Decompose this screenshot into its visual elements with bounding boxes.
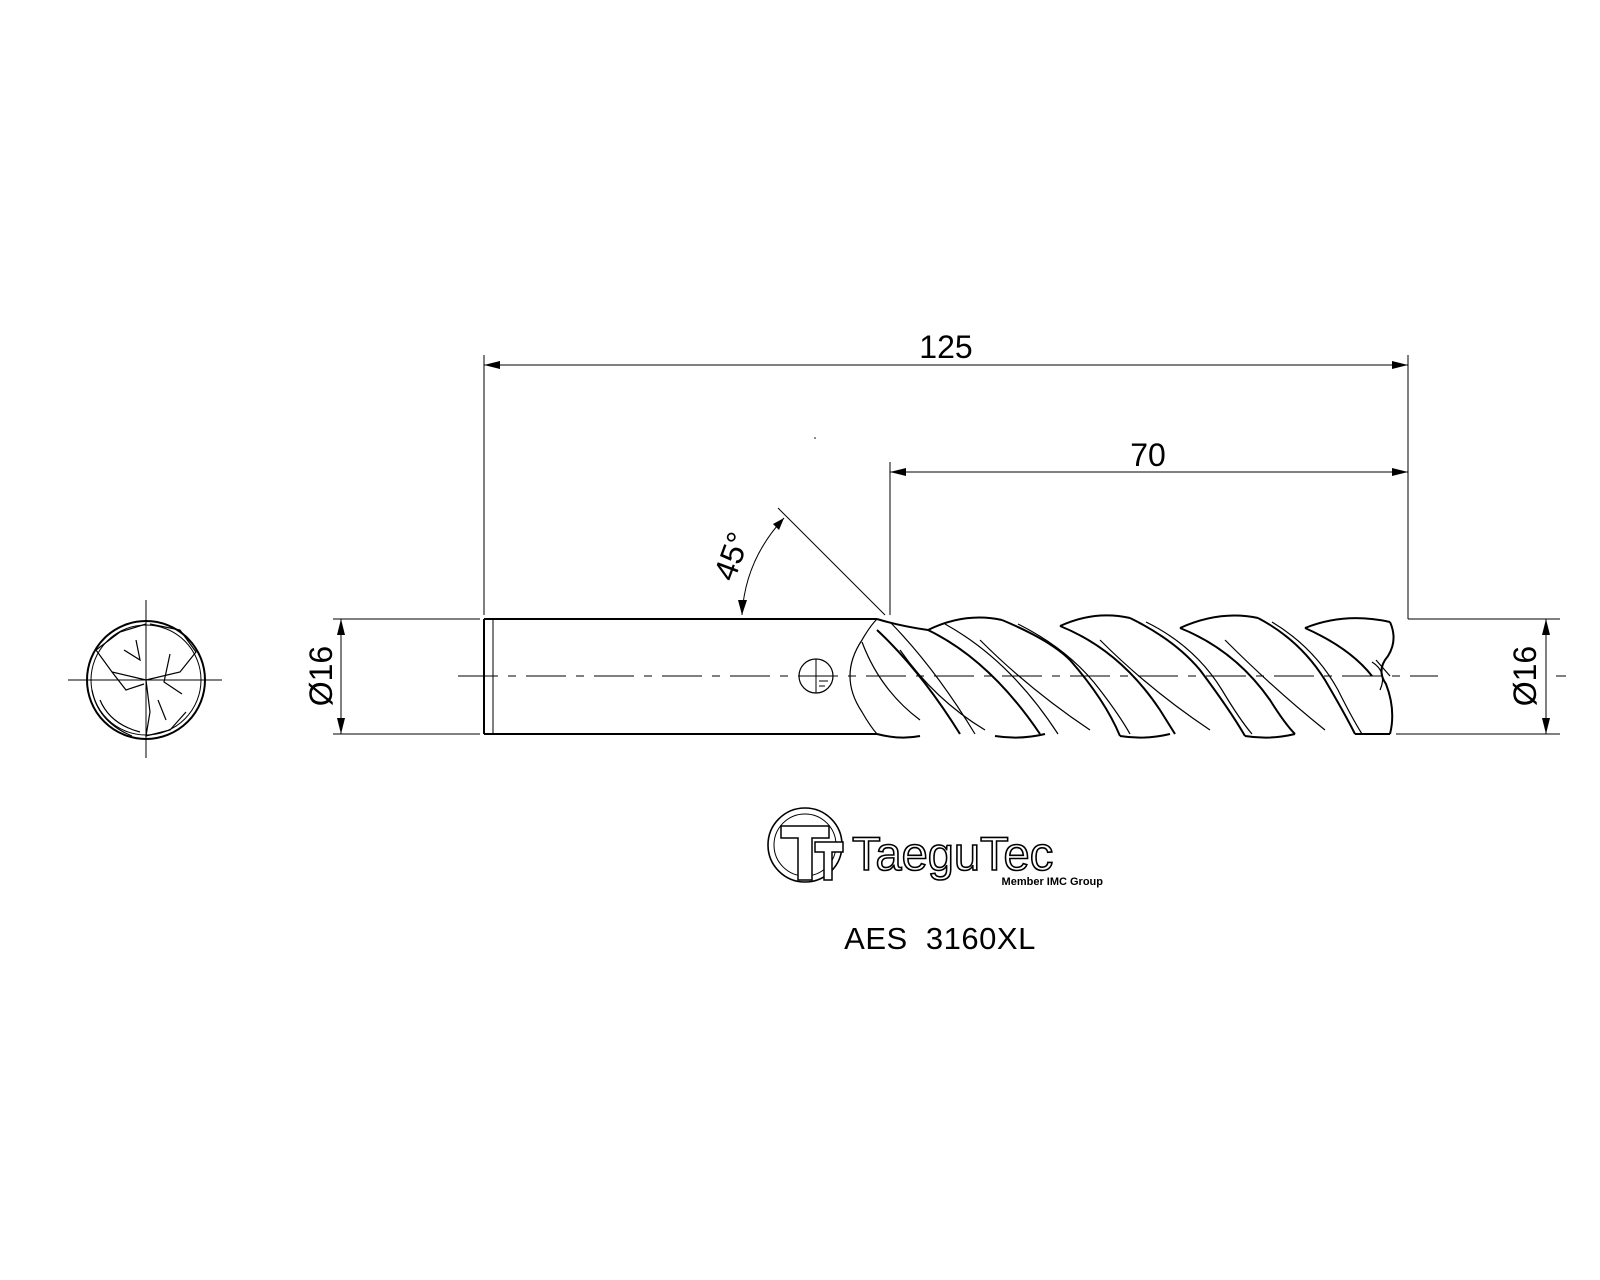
- shank-diameter-label: Ø16: [303, 646, 339, 706]
- dimension-flute-length: 70: [889, 437, 1408, 615]
- product-code: AES 3160XL: [844, 921, 1036, 956]
- cutting-diameter-label: Ø16: [1507, 646, 1543, 706]
- dimension-cutting-diameter: Ø16: [1396, 619, 1566, 735]
- dimension-overall-length: 125: [483, 329, 1560, 620]
- end-view: [68, 600, 222, 758]
- shank: [483, 618, 878, 735]
- datum-symbol: [798, 658, 834, 694]
- flutes: [861, 614, 1395, 739]
- overall-length-label: 125: [919, 329, 972, 365]
- dimension-chamfer-angle: 45°: [706, 507, 886, 616]
- dimension-shank-diameter: Ø16: [303, 618, 480, 735]
- brand-name: TaeguTec: [852, 827, 1053, 880]
- taegutec-logo: TaeguTec Member IMC Group: [767, 807, 1104, 888]
- flute-length-label: 70: [1130, 437, 1166, 473]
- side-view: [458, 614, 1438, 739]
- brand-tagline: Member IMC Group: [1002, 876, 1104, 888]
- cutting-tip: [1355, 621, 1395, 735]
